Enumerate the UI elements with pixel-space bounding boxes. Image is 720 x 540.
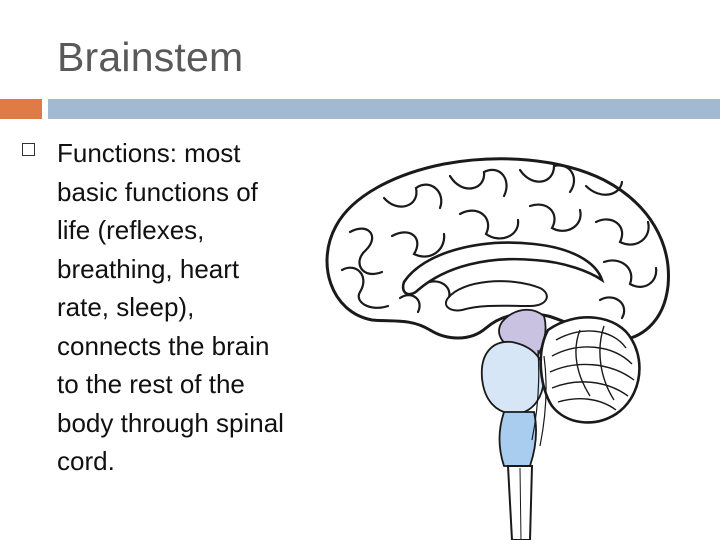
accent-bar-blue [48, 99, 720, 119]
accent-bar-orange [0, 99, 42, 119]
cerebellum [539, 316, 641, 424]
medulla [498, 411, 537, 467]
corpus-callosum [401, 241, 605, 296]
hollow-square-bullet-icon [22, 143, 35, 156]
slide-title: Brainstem [57, 34, 244, 80]
brainstem-lines [531, 349, 547, 447]
cerebrum-folds [340, 164, 658, 320]
pons [480, 341, 545, 415]
brain-sagittal-section-icon [325, 157, 670, 540]
thalamus [444, 280, 548, 312]
cerebellum-folia [549, 325, 635, 411]
bullet-text: Functions: most basic functions of life … [57, 138, 284, 476]
